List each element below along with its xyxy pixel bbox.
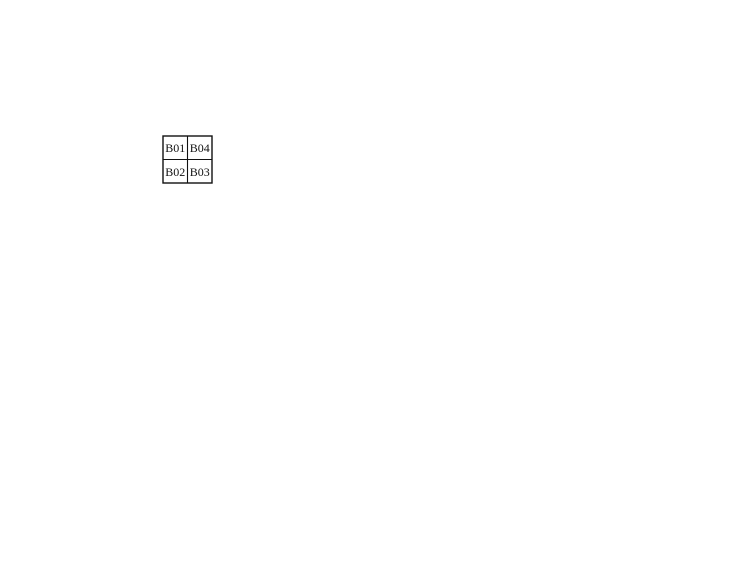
booth-label-top-right: B04: [190, 141, 210, 155]
booth-label-bottom-left: B02: [165, 165, 185, 179]
booth-label-bottom-right: B03: [190, 165, 210, 179]
booth-label-top-left: B01: [165, 141, 185, 155]
